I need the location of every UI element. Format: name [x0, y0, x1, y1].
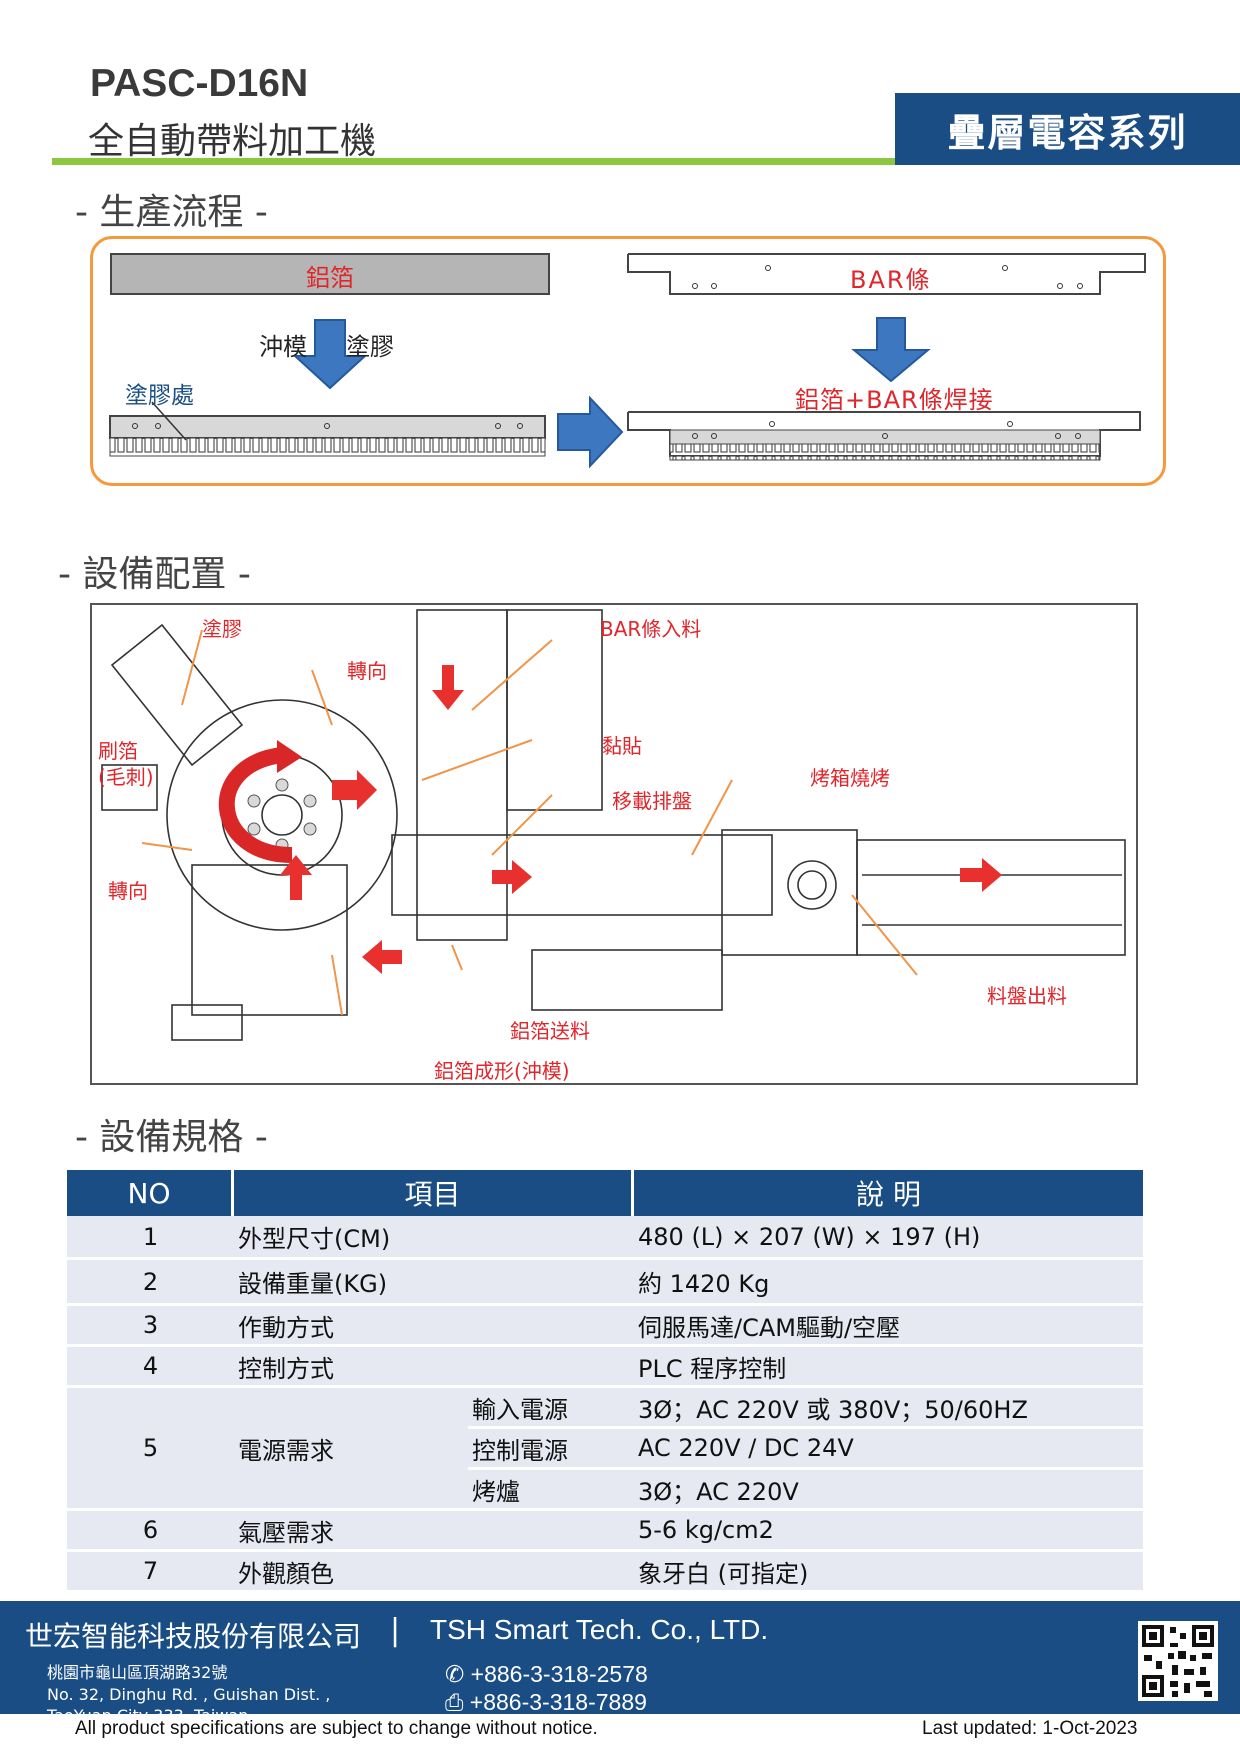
- weld-label: 鋁箔+BAR條焊接: [795, 386, 994, 414]
- layout-label-oven: 烤箱燒烤: [810, 766, 890, 790]
- bar-strip: [627, 253, 1146, 295]
- machine-drawing: [101, 609, 1126, 1041]
- table-row: 7 外觀顏色 象牙白 (可指定): [67, 1552, 1143, 1593]
- cell-subitem: 輸入電源: [468, 1388, 634, 1429]
- cell-no: 6: [67, 1511, 234, 1552]
- cell-item: 電源需求: [234, 1388, 468, 1511]
- footer-separator: |: [390, 1613, 401, 1648]
- cell-desc: 伺服馬達/CAM驅動/空壓: [634, 1306, 1143, 1347]
- layout-label-foil-feed: 鋁箔送料: [510, 1019, 590, 1043]
- foil-strip: [110, 253, 550, 295]
- layout-label-bar-in: BAR條入料: [600, 617, 702, 641]
- layout-label-burr: (毛刺): [98, 765, 154, 789]
- product-title: 全自動帶料加工機: [88, 121, 377, 162]
- fax-number: +886-3-318-7889: [469, 1689, 647, 1715]
- layout-label-foil-form: 鋁箔成形(沖模): [434, 1059, 570, 1083]
- address-en-line1: No. 32, Dinghu Rd. , Guishan Dist. ,: [47, 1685, 331, 1704]
- process-flow-box: [90, 236, 1166, 486]
- fax-row: ⎙ +886-3-318-7889: [445, 1689, 647, 1716]
- table-row: 6 氣壓需求 5-6 kg/cm2: [67, 1511, 1143, 1552]
- cell-no: 2: [67, 1260, 234, 1306]
- right-arrow-icon: [960, 858, 1002, 892]
- header-divider: [52, 158, 897, 165]
- table-row: 控制電源 AC 220V / DC 24V: [67, 1429, 1143, 1470]
- layout-label-glue: 塗膠: [202, 617, 242, 641]
- punch-label: 沖模: [259, 333, 307, 361]
- table-row: 4 控制方式 PLC 程序控制: [67, 1347, 1143, 1388]
- cell-desc: 480 (L) × 207 (W) × 197 (H): [634, 1216, 1143, 1260]
- cell-no: 5: [67, 1388, 234, 1511]
- cell-no: 3: [67, 1306, 234, 1347]
- cell-desc: 約 1420 Kg: [634, 1260, 1143, 1306]
- cell-no: 4: [67, 1347, 234, 1388]
- series-badge: 疊層電容系列: [895, 93, 1240, 165]
- equipment-layout-diagram: 塗膠 轉向 刷箔 (毛刺) 轉向 BAR條入料 黏貼 移載排盤 烤箱燒烤 料盤出…: [90, 603, 1138, 1085]
- up-arrow-icon: [280, 855, 312, 900]
- col-header-no: NO: [67, 1170, 234, 1216]
- cell-desc: 5-6 kg/cm2: [634, 1511, 1143, 1552]
- last-updated: Last updated: 1-Oct-2023: [922, 1718, 1138, 1739]
- cell-item: 作動方式: [234, 1306, 634, 1347]
- cell-desc: 3Ø；AC 220V: [634, 1470, 1143, 1511]
- process-flow-diagram: [109, 253, 1146, 469]
- phone-icon: ✆: [445, 1661, 465, 1687]
- glue-spot-label: 塗膠處: [125, 383, 194, 409]
- bar-label: BAR條: [850, 266, 932, 294]
- section-title-process: - 生產流程 -: [75, 192, 268, 233]
- cell-subitem: 烤爐: [468, 1470, 634, 1511]
- right-arrow-icon: [332, 770, 377, 810]
- footer-notice-bar: [0, 1714, 1240, 1755]
- address-cn: 桃園市龜山區頂湖路32號: [47, 1663, 228, 1682]
- down-arrow-icon: [851, 317, 931, 383]
- company-name-en: TSH Smart Tech. Co., LTD.: [430, 1614, 769, 1645]
- cell-desc: AC 220V / DC 24V: [634, 1429, 1143, 1470]
- col-header-item: 項目: [234, 1170, 634, 1216]
- layout-label-transfer: 移載排盤: [612, 789, 692, 813]
- layout-label-tray-out: 料盤出料: [987, 984, 1067, 1008]
- table-row: 烤爐 3Ø；AC 220V: [67, 1470, 1143, 1511]
- cell-desc: 象牙白 (可指定): [634, 1552, 1143, 1593]
- cell-item: 設備重量(KG): [234, 1260, 634, 1306]
- table-row: 3 作動方式 伺服馬達/CAM驅動/空壓: [67, 1306, 1143, 1347]
- table-row: 2 設備重量(KG) 約 1420 Kg: [67, 1260, 1143, 1306]
- down-arrow-icon: [292, 319, 368, 390]
- cell-desc: PLC 程序控制: [634, 1347, 1143, 1388]
- cell-desc: 3Ø；AC 220V 或 380V；50/60HZ: [634, 1388, 1143, 1429]
- model-number: PASC-D16N: [90, 62, 309, 105]
- foil-label: 鋁箔: [306, 264, 354, 292]
- right-arrow-icon: [557, 395, 624, 469]
- section-title-layout: - 設備配置 -: [58, 554, 251, 595]
- rotation-arrow-icon: [277, 740, 302, 773]
- glue-step-label: 塗膠: [346, 333, 394, 361]
- col-header-desc: 說 明: [634, 1170, 1143, 1216]
- phone-row: ✆ +886-3-318-2578: [445, 1661, 648, 1688]
- company-name-cn: 世宏智能科技股份有限公司: [25, 1620, 362, 1653]
- right-arrow-icon: [492, 860, 532, 894]
- cell-item: 氣壓需求: [234, 1511, 634, 1552]
- layout-label-turn1: 轉向: [347, 659, 387, 683]
- disclaimer: All product specifications are subject t…: [75, 1718, 598, 1739]
- down-arrow-icon: [432, 665, 464, 710]
- cell-item: 外型尺寸(CM): [234, 1216, 634, 1260]
- phone-number[interactable]: +886-3-318-2578: [470, 1661, 648, 1687]
- table-row: 5 電源需求 輸入電源 3Ø；AC 220V 或 380V；50/60HZ: [67, 1388, 1143, 1511]
- qr-code-icon[interactable]: [1138, 1621, 1218, 1701]
- section-title-spec: - 設備規格 -: [75, 1117, 268, 1158]
- layout-label-brush: 刷箔: [98, 739, 138, 763]
- cell-no: 1: [67, 1216, 234, 1260]
- cell-item: 控制方式: [234, 1347, 634, 1388]
- fax-icon: ⎙: [445, 1689, 464, 1715]
- left-arrow-icon: [362, 940, 402, 974]
- layout-label-turn2: 轉向: [108, 879, 148, 903]
- cell-subitem: 控制電源: [468, 1429, 634, 1470]
- spec-table: NO 項目 說 明 1 外型尺寸(CM) 480 (L) × 207 (W) ×…: [67, 1170, 1143, 1593]
- cell-no: 7: [67, 1552, 234, 1593]
- table-row: 1 外型尺寸(CM) 480 (L) × 207 (W) × 197 (H): [67, 1216, 1143, 1260]
- cell-item: 外觀顏色: [234, 1552, 634, 1593]
- layout-label-stick: 黏貼: [602, 734, 642, 758]
- table-header-row: NO 項目 說 明: [67, 1170, 1143, 1216]
